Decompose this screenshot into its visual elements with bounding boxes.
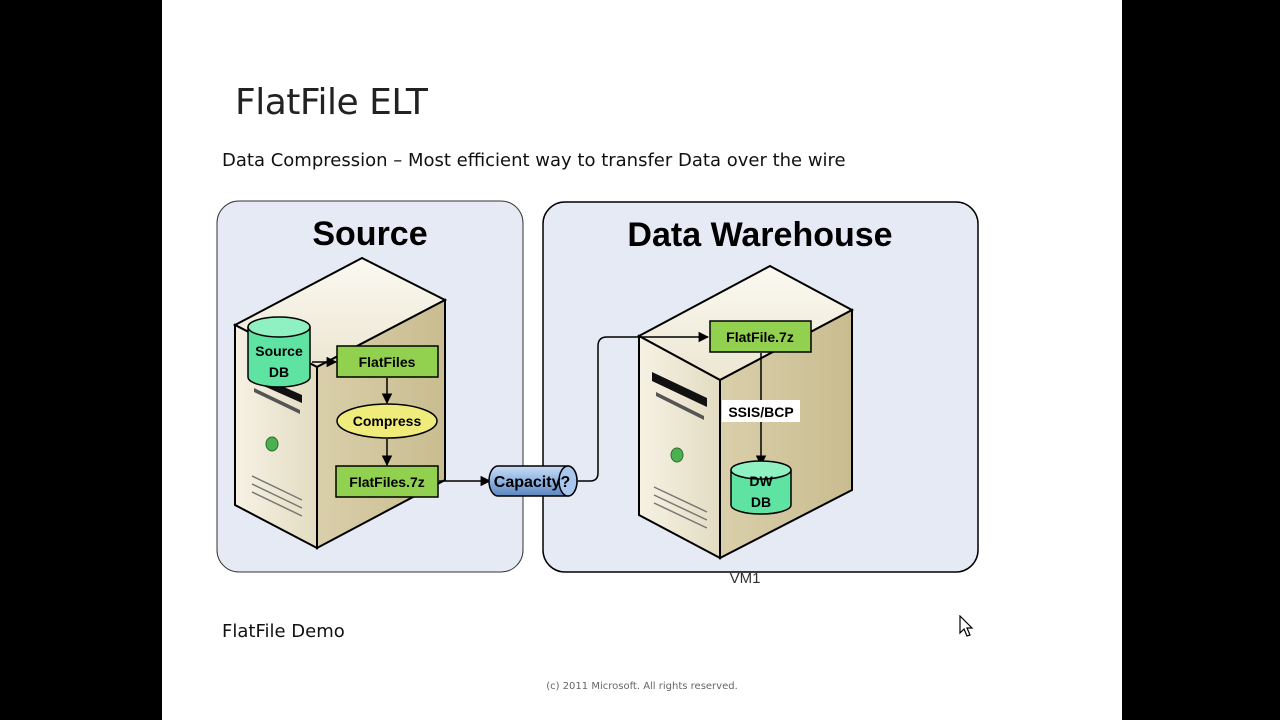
compress-ellipse: Compress <box>336 403 438 439</box>
slide: FlatFile ELT Data Compression – Most eff… <box>162 0 1122 720</box>
flatfiles-7z-box: FlatFiles.7z <box>335 465 439 498</box>
warehouse-heading: Data Warehouse <box>627 216 892 254</box>
flatfile-7z-label: FlatFile.7z <box>726 329 794 345</box>
source-panel: Source Source DB <box>216 200 524 573</box>
flatfiles-7z-label: FlatFiles.7z <box>349 474 424 490</box>
source-db-label-2: DB <box>269 364 289 380</box>
vm-label: VM1 <box>730 570 761 587</box>
dw-db-label-1: DW <box>749 473 773 489</box>
source-heading: Source <box>312 215 427 253</box>
dw-db-label-2: DB <box>751 494 771 510</box>
demo-label: FlatFile Demo <box>222 621 345 642</box>
ssis-bcp-label: SSIS/BCP <box>728 404 793 420</box>
arrow-pipe-to-warehouse <box>578 331 710 482</box>
source-db-cylinder: Source DB <box>247 316 311 388</box>
elt-diagram: Source Source DB <box>216 200 979 587</box>
capacity-label: Capacity? <box>494 474 570 491</box>
mouse-cursor-icon <box>959 615 974 637</box>
warehouse-panel: Data Warehouse FlatFile.7z SSI <box>542 201 979 587</box>
source-db-label-1: Source <box>255 343 303 359</box>
compress-label: Compress <box>353 413 422 429</box>
flatfiles-label: FlatFiles <box>359 354 416 370</box>
copyright-footer: (c) 2011 Microsoft. All rights reserved. <box>546 681 738 692</box>
capacity-pipe: Capacity? <box>488 465 578 497</box>
slide-subtitle: Data Compression – Most efficient way to… <box>222 150 846 171</box>
flatfile-7z-box: FlatFile.7z <box>709 320 812 353</box>
flatfiles-box: FlatFiles <box>336 345 439 378</box>
slide-title: FlatFile ELT <box>235 82 428 123</box>
dw-db-cylinder: DW DB <box>730 460 792 515</box>
